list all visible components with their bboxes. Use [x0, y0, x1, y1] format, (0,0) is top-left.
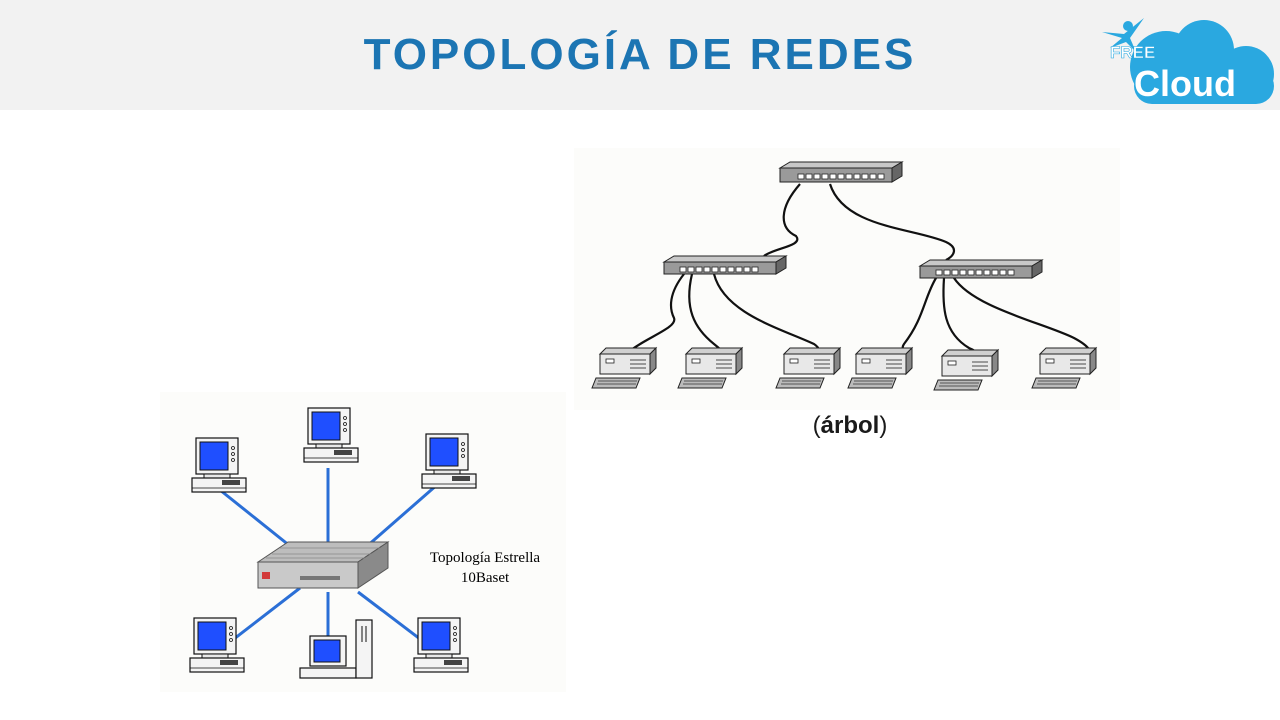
- tree-computer-3: [775, 347, 841, 389]
- star-label-line-2: 10Baset: [460, 570, 510, 586]
- page-title: TOPOLOGÍA DE REDES: [363, 30, 917, 79]
- star-label-line-1: Topología Estrella: [429, 550, 541, 566]
- right-branch-switch: [918, 259, 1044, 279]
- tree-cables: [625, 183, 1091, 358]
- star-computer-top: [303, 407, 359, 463]
- tree-computer-4: [847, 347, 913, 389]
- star-computer-top-left: [191, 437, 247, 493]
- tree-computer-2: [677, 347, 743, 389]
- star-computer-top-right: [421, 433, 477, 489]
- left-branch-switch: [662, 255, 788, 275]
- tree-computer-5: [933, 349, 999, 391]
- logo-free-text: FREE: [1110, 43, 1155, 62]
- tree-computer-6: [1031, 347, 1097, 389]
- tree-topology-diagram: [574, 148, 1120, 410]
- root-switch: [778, 161, 904, 183]
- tree-caption: (árbol): [812, 412, 888, 439]
- star-topology-diagram: [160, 392, 566, 692]
- star-topology-label: Topología Estrella 10Baset: [408, 548, 562, 588]
- person-figure-icon: [1102, 18, 1144, 52]
- star-hub: [256, 541, 390, 589]
- logo-cloud-text: Cloud: [1134, 63, 1236, 104]
- tree-computer-1: [591, 347, 657, 389]
- star-computer-bottom-right: [413, 617, 469, 673]
- free-cloud-logo: FREE Cloud: [1102, 18, 1274, 104]
- star-computer-bottom-center: [299, 619, 373, 679]
- star-computer-bottom-left: [189, 617, 245, 673]
- cloud-shape: [1130, 20, 1274, 104]
- header-bar: [0, 0, 1280, 110]
